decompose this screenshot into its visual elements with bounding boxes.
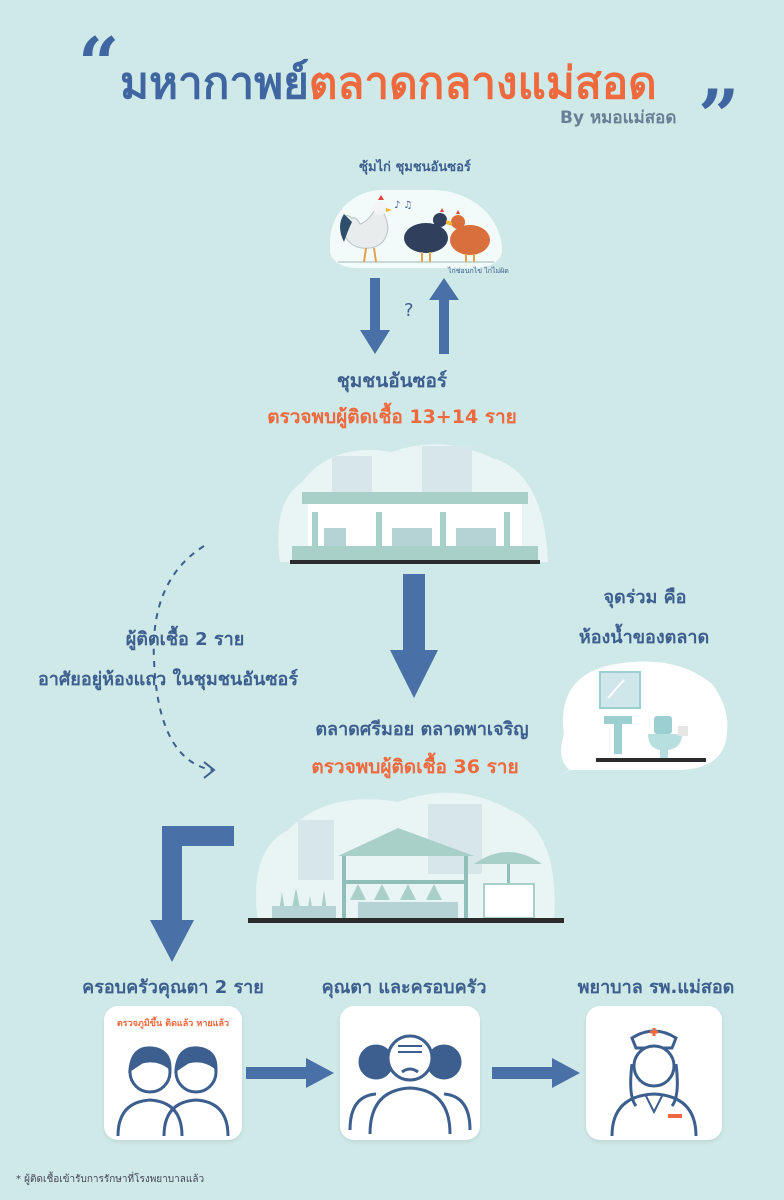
quote-close-mark: ” xyxy=(698,73,740,158)
chicken-credit: ไก่ช่อนกไข่ ไก่ไม่ผิด xyxy=(448,267,509,275)
dark-hen-icon xyxy=(404,208,452,262)
community-name: ชุมชนอันซอร์ xyxy=(336,370,448,392)
right-arrow-icon xyxy=(492,1058,580,1088)
family-group-icon xyxy=(348,1034,472,1134)
big-down-arrow-icon xyxy=(390,574,438,698)
common-point-line-1: จุดร่วม คือ xyxy=(603,587,687,608)
rooster-icon xyxy=(340,195,392,263)
down-arrow-icon xyxy=(360,278,390,354)
page-title: มหากาพย์ตลาดกลางแม่สอด xyxy=(120,48,657,118)
svg-text:♪ ♫: ♪ ♫ xyxy=(394,200,413,211)
tent-icon xyxy=(338,828,474,918)
mirror-icon xyxy=(599,671,641,709)
title-part-1: มหากาพย์ xyxy=(120,58,309,109)
question-mark: ? xyxy=(404,300,414,321)
quote-open-mark: “ xyxy=(78,21,120,106)
market-name: ตลาดศรีมอย ตลาดพาเจริญ xyxy=(315,719,529,740)
family-tag: ตรวจภูมิขึ้น ติดแล้ว หายแล้ว xyxy=(116,1019,230,1029)
dashed-path xyxy=(152,545,216,779)
chicken-illustration: ♪ ♫ ไก่ช่อนกไข่ ไก่ไม่ผิด xyxy=(330,178,509,280)
market-cases: ตรวจพบผู้ติดเชื้อ 36 ราย xyxy=(311,756,519,778)
footnote: * ผู้ติดเชื้อเข้ารับการรักษาที่โรงพยาบาล… xyxy=(16,1174,205,1185)
brown-hen-icon xyxy=(446,210,490,262)
row-house-illustration xyxy=(272,432,554,572)
plants-icon xyxy=(272,888,336,918)
bent-arrow-icon xyxy=(150,826,234,962)
right-arrow-icon xyxy=(246,1058,334,1088)
sink-icon xyxy=(604,716,632,754)
person-icon xyxy=(162,1046,230,1136)
side-note-line-1: ผู้ติดเชื้อ 2 ราย xyxy=(125,629,245,650)
chicken-caption: ซุ้มไก่ ชุมชนอันซอร์ xyxy=(359,160,471,175)
person-icon xyxy=(116,1046,184,1136)
family-label: ครอบครัวคุณตา 2 ราย xyxy=(82,977,264,998)
byline: By หมอแม่สอด xyxy=(560,108,677,128)
nurse-icon xyxy=(610,1028,698,1136)
nurse-card xyxy=(586,1006,722,1140)
community-cases: ตรวจพบผู้ติดเชื้อ 13+14 ราย xyxy=(267,406,517,428)
side-note-line-2: อาศัยอยู่ห้องแถว ในชุมชนอันซอร์ xyxy=(37,669,299,690)
toilet-icon xyxy=(648,716,688,758)
grandpa-label: คุณตา และครอบครัว xyxy=(321,977,487,998)
title-part-2: ตลาดกลางแม่สอด xyxy=(308,58,657,109)
grandpa-card xyxy=(340,1006,480,1140)
exchange-arrows xyxy=(360,278,459,354)
family-card: ตรวจภูมิขึ้น ติดแล้ว หายแล้ว xyxy=(104,1006,242,1140)
up-arrow-icon xyxy=(429,278,459,354)
common-point-line-2: ห้องน้ำของตลาด xyxy=(578,627,710,648)
hospital-label: พยาบาล รพ.แม่สอด xyxy=(577,977,735,998)
market-illustration xyxy=(248,780,564,932)
umbrella-icon xyxy=(474,852,542,919)
toilet-bubble xyxy=(556,654,732,778)
